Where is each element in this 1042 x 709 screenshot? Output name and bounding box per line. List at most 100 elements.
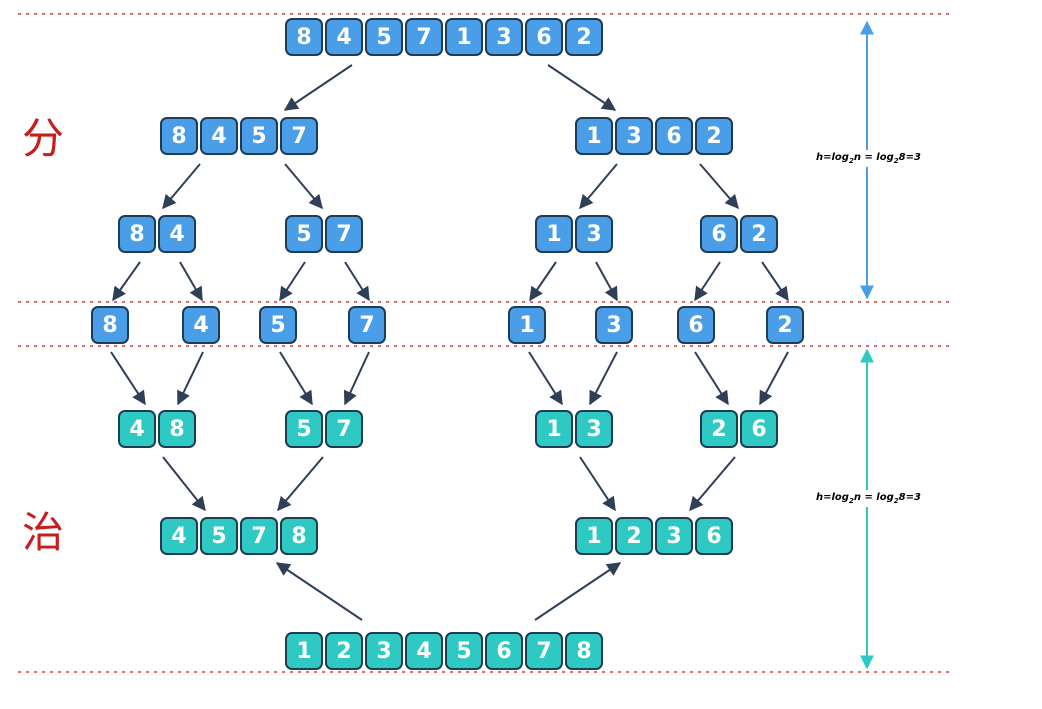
merge-array-cell: 1 — [575, 517, 613, 555]
connector-arrow — [112, 261, 141, 302]
divide-array-cell: 6 — [700, 215, 738, 253]
merge-array-cell: 1 — [285, 632, 323, 670]
divide-array-cell: 2 — [766, 306, 804, 344]
connector-arrow — [699, 163, 739, 210]
divide-array-group: 3 — [595, 306, 633, 344]
divide-array-cell: 3 — [575, 215, 613, 253]
merge-array-cell: 6 — [485, 632, 523, 670]
merge-array-cell: 5 — [285, 410, 323, 448]
connector-arrow — [344, 261, 370, 302]
connector-arrow — [275, 562, 363, 621]
divide-array-cell: 6 — [525, 18, 563, 56]
connector-arrow — [179, 261, 203, 302]
divide-array-cell: 1 — [445, 18, 483, 56]
merge-array-cell: 7 — [525, 632, 563, 670]
divide-array-cell: 4 — [325, 18, 363, 56]
merge-array-cell: 8 — [158, 410, 196, 448]
divide-array-cell: 2 — [740, 215, 778, 253]
divide-array-cell: 1 — [575, 117, 613, 155]
merge-array-cell: 4 — [405, 632, 443, 670]
merge-array-cell: 6 — [740, 410, 778, 448]
merge-array-cell: 8 — [280, 517, 318, 555]
connector-arrow — [694, 261, 721, 302]
divide-array-cell: 5 — [285, 215, 323, 253]
divide-array-cell: 6 — [655, 117, 693, 155]
divide-array-cell: 5 — [365, 18, 403, 56]
merge-label: 治 — [22, 508, 65, 557]
merge-array-cell: 2 — [325, 632, 363, 670]
merge-array-cell: 2 — [615, 517, 653, 555]
divide-array-cell: 4 — [182, 306, 220, 344]
divide-array-cell: 8 — [91, 306, 129, 344]
divide-array-cell: 1 — [508, 306, 546, 344]
divide-array-group: 2 — [766, 306, 804, 344]
merge-array-cell: 4 — [160, 517, 198, 555]
merge-array-cell: 3 — [575, 410, 613, 448]
connector-arrow — [579, 163, 618, 210]
divide-array-group: 6 — [677, 306, 715, 344]
divide-height-label: h=log2n = log28=3 — [816, 150, 921, 167]
divide-array-cell: 3 — [485, 18, 523, 56]
connector-arrow — [162, 163, 201, 210]
merge-array-cell: 6 — [695, 517, 733, 555]
divide-array-cell: 5 — [240, 117, 278, 155]
merge-array-cell: 3 — [655, 517, 693, 555]
divide-array-cell: 2 — [695, 117, 733, 155]
divide-array-cell: 7 — [348, 306, 386, 344]
divide-array-group: 7 — [348, 306, 386, 344]
merge-array-cell: 4 — [118, 410, 156, 448]
connector-arrow — [759, 351, 789, 406]
connector-arrow — [529, 261, 557, 302]
connector-arrow — [534, 562, 622, 621]
connector-arrow — [279, 261, 306, 302]
divide-label: 分 — [22, 114, 65, 163]
merge-array-cell: 7 — [325, 410, 363, 448]
divide-array-cell: 3 — [595, 306, 633, 344]
connector-arrow — [283, 64, 353, 111]
connector-arrow — [689, 456, 736, 512]
merge-array-cell: 7 — [240, 517, 278, 555]
connector-arrow — [595, 261, 618, 302]
merge-array-cell: 5 — [445, 632, 483, 670]
divide-array-group: 8 — [91, 306, 129, 344]
divide-array-cell: 2 — [565, 18, 603, 56]
connector-arrow — [177, 351, 204, 406]
divide-array-cell: 6 — [677, 306, 715, 344]
divide-array-cell: 7 — [325, 215, 363, 253]
merge-array-cell: 2 — [700, 410, 738, 448]
connector-arrow — [761, 261, 789, 302]
connector-arrow — [579, 456, 616, 512]
connector-arrow — [589, 351, 618, 406]
connector-arrow — [162, 456, 206, 512]
merge-array-cell: 8 — [565, 632, 603, 670]
divide-array-cell: 7 — [280, 117, 318, 155]
divide-array-cell: 4 — [200, 117, 238, 155]
connector-arrow — [277, 456, 324, 512]
divide-array-group: 1 — [508, 306, 546, 344]
connector-arrow — [110, 351, 146, 406]
divide-array-cell: 8 — [118, 215, 156, 253]
divide-array-cell: 3 — [615, 117, 653, 155]
merge-array-cell: 5 — [200, 517, 238, 555]
merge-height-label: h=log2n = log28=3 — [816, 490, 921, 507]
divide-array-group: 5 — [259, 306, 297, 344]
divide-array-cell: 5 — [259, 306, 297, 344]
connector-arrow — [279, 351, 313, 406]
connector-arrow — [694, 351, 729, 406]
merge-array-cell: 1 — [535, 410, 573, 448]
merge-array-cell: 3 — [365, 632, 403, 670]
divide-array-cell: 7 — [405, 18, 443, 56]
divide-array-cell: 8 — [285, 18, 323, 56]
